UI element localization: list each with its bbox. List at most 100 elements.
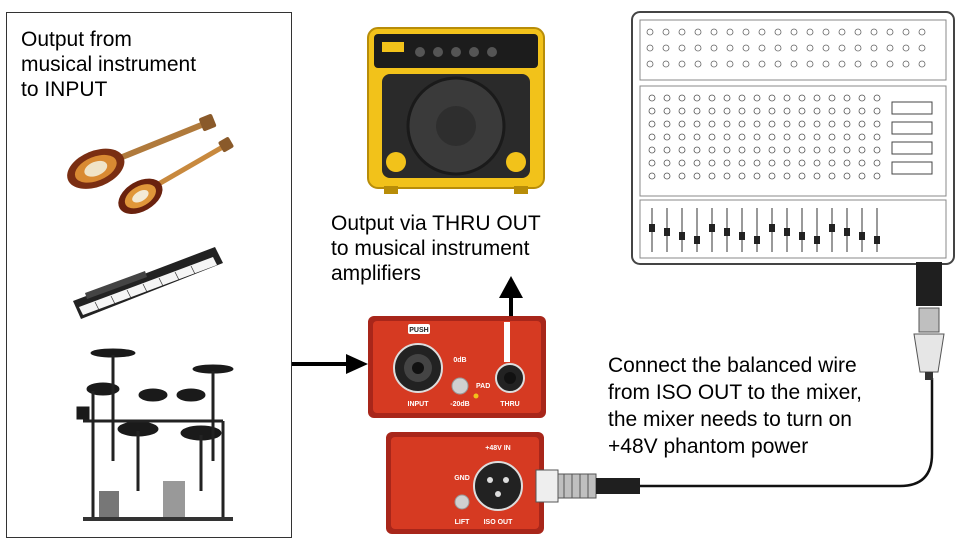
mixer-knob (813, 94, 821, 102)
mixer-top-knob (854, 28, 862, 36)
mixer-top-knob (662, 44, 670, 52)
mixer-knob (678, 120, 686, 128)
mixer-top-knob (678, 44, 686, 52)
mixer-knob (678, 159, 686, 167)
iso-caption-line-3: the mixer needs to turn on (608, 408, 852, 431)
mixer-top-knob (662, 60, 670, 68)
mixer-knob (843, 159, 851, 167)
mixer-top-knob (774, 28, 782, 36)
zero-db-label: 0dB (453, 357, 466, 364)
mixer-fader-cap (739, 232, 745, 240)
mixer-knob (753, 159, 761, 167)
mixer-fader-cap (679, 232, 685, 240)
mixer-master-section (891, 101, 933, 115)
mixer-top-knob (646, 28, 654, 36)
mixer-knob (783, 94, 791, 102)
mixer-top-knob (710, 60, 718, 68)
mixer-knob (678, 94, 686, 102)
mixer-knob (768, 133, 776, 141)
mixer-knob (858, 133, 866, 141)
mixer-knob (858, 120, 866, 128)
mixer-top-knob (870, 44, 878, 52)
mixer-knob (723, 120, 731, 128)
mixer-knob (693, 94, 701, 102)
mixer-knob (813, 146, 821, 154)
mixer-knob (873, 107, 881, 115)
mixer-fader-cap (814, 236, 820, 244)
gnd-label: GND (454, 475, 470, 482)
mixer-fader-cap (769, 224, 775, 232)
mixer-top-knob (678, 28, 686, 36)
mixer-knob (843, 107, 851, 115)
mixer-top-knob (886, 28, 894, 36)
mixer-knob (873, 94, 881, 102)
mixer-knob (768, 146, 776, 154)
mixer-knob (843, 172, 851, 180)
mixer-knob (873, 146, 881, 154)
input-caption-line-3: to INPUT (21, 78, 108, 101)
mixer-top-knob (918, 44, 926, 52)
mixer-knob (708, 172, 716, 180)
mixer-top-knob (822, 60, 830, 68)
mixer-top-knob (742, 28, 750, 36)
mixer-knob (678, 172, 686, 180)
mixer-knob (858, 94, 866, 102)
mixer-fader-cap (754, 236, 760, 244)
mixer-knob (783, 172, 791, 180)
mixer-knob (753, 172, 761, 180)
mixer-knob (768, 120, 776, 128)
mixer-knob (783, 159, 791, 167)
mixer-fader-cap (859, 232, 865, 240)
mixer-top-knob (838, 44, 846, 52)
guitar-icon (67, 114, 234, 214)
mixer-knob (798, 172, 806, 180)
mixer-top-knob (790, 28, 798, 36)
mixer-knob (798, 159, 806, 167)
mixer-top-knob (886, 44, 894, 52)
mixer-knob (783, 133, 791, 141)
mixer-knob (753, 133, 761, 141)
mixer-knob (738, 159, 746, 167)
mixer-top-knob (918, 28, 926, 36)
mixer-knob (753, 146, 761, 154)
mixer-top-knob (918, 60, 926, 68)
iso-caption-line-2: from ISO OUT to the mixer, (608, 381, 863, 404)
mixer-knob (693, 120, 701, 128)
mixer-top-knob (790, 44, 798, 52)
mixer-icon (631, 11, 955, 265)
mixer-top-knob (742, 60, 750, 68)
mixer-knob (663, 107, 671, 115)
mixer-knob (768, 159, 776, 167)
mixer-top-knob (806, 60, 814, 68)
mixer-top-knob (886, 60, 894, 68)
mixer-knob (858, 172, 866, 180)
mixer-knob (723, 159, 731, 167)
mixer-knob (648, 107, 656, 115)
keyboard-icon (73, 247, 223, 319)
mixer-top-knob (710, 28, 718, 36)
mixer-fader-cap (709, 224, 715, 232)
mixer-knob (693, 159, 701, 167)
mixer-knob (648, 146, 656, 154)
mixer-top-knob (822, 44, 830, 52)
instrument-panel: Output from musical instrument to INPUT (6, 12, 292, 538)
mixer-knob (738, 146, 746, 154)
mixer-top-knob (838, 60, 846, 68)
mixer-top-knob (710, 44, 718, 52)
mixer-knob (783, 146, 791, 154)
mixer-knob (663, 159, 671, 167)
pad-label: PAD (476, 383, 490, 390)
mixer-knob (813, 172, 821, 180)
thru-caption: Output via THRU OUT to musical instrumen… (331, 211, 541, 286)
mixer-knob (738, 133, 746, 141)
mixer-knob (693, 133, 701, 141)
mixer-knob (678, 133, 686, 141)
mixer-knob (723, 107, 731, 115)
mixer-top-knob (742, 44, 750, 52)
mixer-top-knob (902, 44, 910, 52)
input-arrow (292, 354, 368, 374)
mixer-master-section (891, 161, 933, 175)
mixer-fader-cap (724, 228, 730, 236)
mixer-top-knob (870, 28, 878, 36)
mixer-top-knob (870, 60, 878, 68)
